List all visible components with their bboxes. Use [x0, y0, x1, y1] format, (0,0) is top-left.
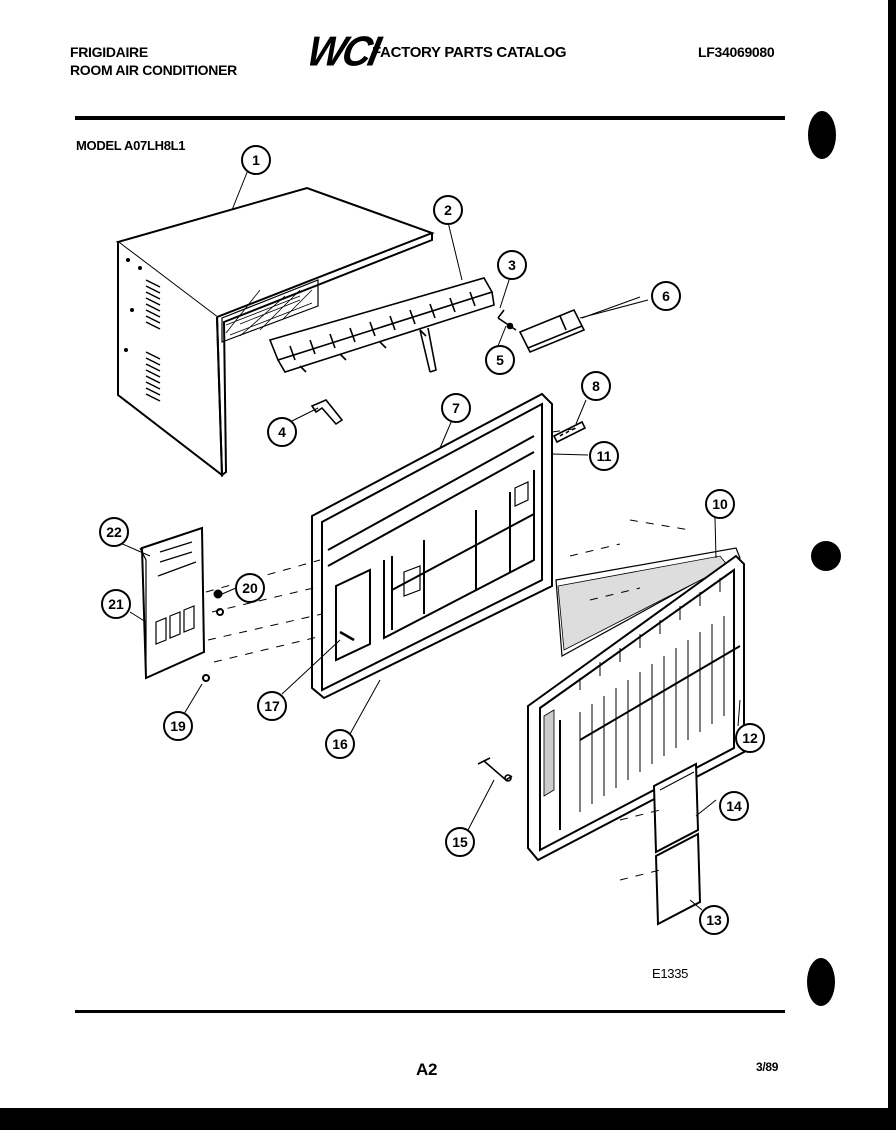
svg-text:8: 8	[592, 378, 600, 394]
front-frame	[311, 392, 553, 700]
catalog-number: LF34069080	[698, 44, 775, 60]
svg-text:19: 19	[170, 718, 186, 734]
callout-16: 16	[325, 729, 355, 759]
louver-bracket	[310, 399, 344, 426]
binder-holes	[807, 111, 841, 1006]
hinge-strip	[552, 420, 587, 444]
callouts: 1 2 3 4 5 6 7 8 10 11 12 13 14 15 16 17 …	[99, 145, 765, 935]
callout-11: 11	[589, 441, 619, 471]
svg-text:15: 15	[452, 834, 468, 850]
svg-text:17: 17	[264, 698, 280, 714]
pivot-pin	[497, 309, 517, 331]
brand-name: FRIGIDAIRE	[70, 44, 148, 60]
cabinet	[115, 186, 435, 478]
catalog-date: 3/89	[756, 1060, 779, 1074]
svg-text:21: 21	[108, 596, 124, 612]
callout-20: 20	[235, 573, 265, 603]
catalog-page: FRIGIDAIRE ROOM AIR CONDITIONER WCI FACT…	[0, 0, 888, 1108]
svg-text:2: 2	[444, 202, 452, 218]
callout-21: 21	[101, 589, 131, 619]
callout-15: 15	[445, 827, 475, 857]
callout-13: 13	[699, 905, 729, 935]
callout-4: 4	[267, 417, 297, 447]
svg-text:13: 13	[706, 912, 722, 928]
front-grille	[527, 547, 745, 862]
callout-8: 8	[581, 371, 611, 401]
callout-22: 22	[99, 517, 129, 547]
leader-lines	[117, 169, 741, 911]
grille-clip	[477, 757, 513, 782]
exploded-parts-diagram: 1 2 3 4 5 6 7 8 10 11 12 13 14 15 16 17 …	[99, 111, 841, 1006]
svg-text:10: 10	[712, 496, 728, 512]
callout-10: 10	[705, 489, 735, 519]
louver-assembly	[268, 277, 495, 373]
callout-19: 19	[163, 711, 193, 741]
drawing-code: E1335	[652, 966, 689, 981]
svg-text:1: 1	[252, 152, 260, 168]
control-panel	[139, 526, 224, 682]
callout-7: 7	[441, 393, 471, 423]
callout-14: 14	[719, 791, 749, 821]
assembly-guide-lines	[205, 427, 691, 881]
filter-door	[652, 762, 702, 926]
callout-3: 3	[497, 250, 527, 280]
svg-text:5: 5	[496, 352, 504, 368]
svg-text:6: 6	[662, 288, 670, 304]
svg-text:22: 22	[106, 524, 122, 540]
svg-text:11: 11	[597, 448, 612, 464]
svg-text:4: 4	[278, 424, 286, 440]
footer-rule	[75, 1010, 785, 1013]
svg-text:3: 3	[508, 257, 516, 273]
callout-5: 5	[485, 345, 515, 375]
louver-motor	[518, 299, 649, 354]
callout-2: 2	[433, 195, 463, 225]
catalog-title: FACTORY PARTS CATALOG	[372, 44, 567, 61]
svg-text:14: 14	[726, 798, 742, 814]
model-label: MODEL A07LH8L1	[76, 138, 186, 153]
callout-17: 17	[257, 691, 287, 721]
page-number: A2	[416, 1060, 438, 1079]
svg-text:12: 12	[742, 730, 758, 746]
header-rule	[75, 116, 785, 120]
callout-12: 12	[735, 723, 765, 753]
svg-text:7: 7	[452, 400, 460, 416]
callout-6: 6	[651, 281, 681, 311]
product-type: ROOM AIR CONDITIONER	[70, 62, 237, 78]
svg-text:20: 20	[242, 580, 258, 596]
callout-1: 1	[241, 145, 271, 175]
svg-text:16: 16	[332, 736, 348, 752]
